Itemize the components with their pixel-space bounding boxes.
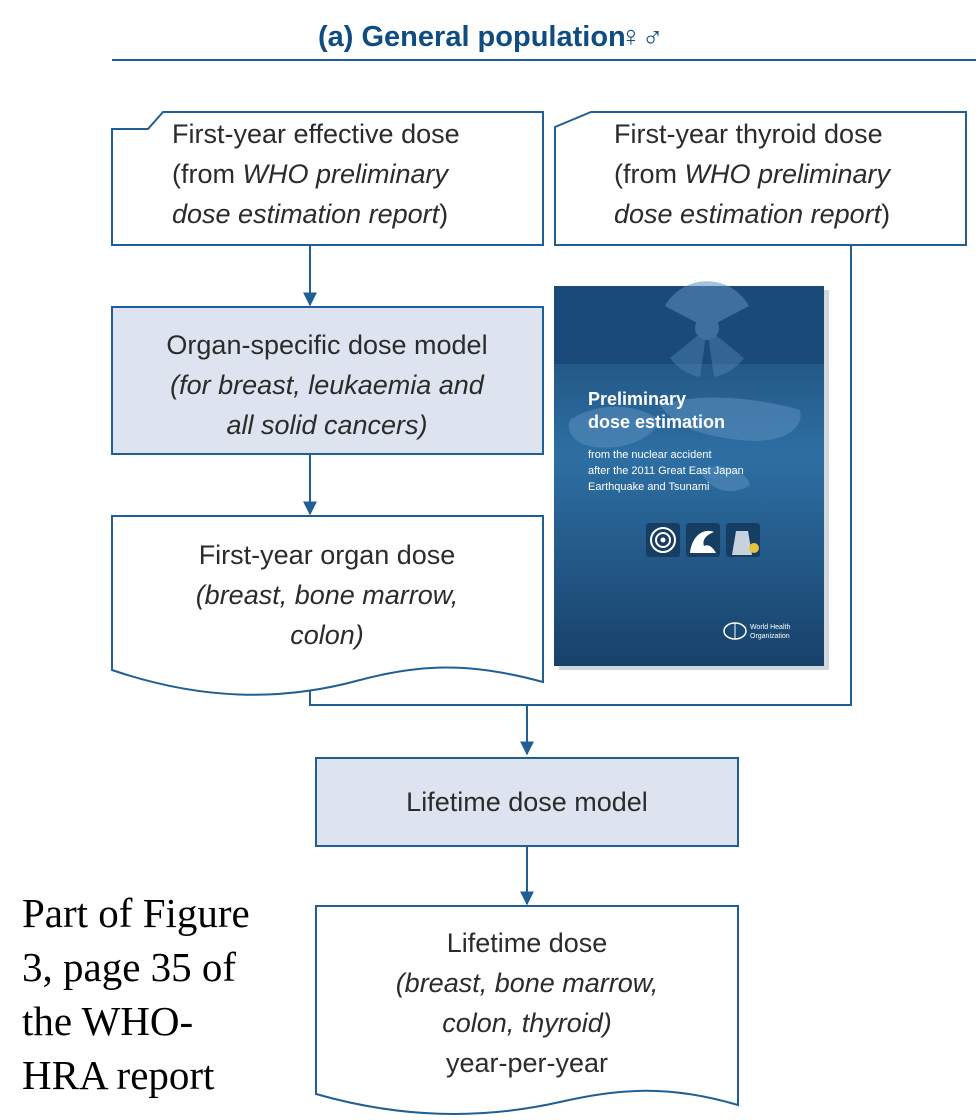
organ-dose-line1: First-year organ dose: [199, 540, 456, 570]
cover-sub2: after the 2011 Great East Japan: [588, 465, 744, 477]
lifetime-dose-line1: Lifetime dose: [447, 928, 608, 958]
earthquake-icon: [646, 523, 680, 557]
radiation-symbol-icon: [665, 281, 749, 377]
thyroid-dose-line2: (from WHO preliminary: [614, 159, 892, 189]
organ-model-line2: (for breast, leukaemia and: [170, 370, 485, 400]
thyroid-dose-line1: First-year thyroid dose: [614, 119, 883, 149]
cover-sub1: from the nuclear accident: [588, 449, 712, 461]
caption-line2: 3, page 35 of: [22, 944, 237, 990]
organ-model-box: Organ-specific dose model (for breast, l…: [111, 306, 544, 455]
lifetime-model-box: Lifetime dose model: [315, 757, 739, 847]
cover-publisher2: Organization: [750, 633, 790, 640]
caption-line4: HRA report: [22, 1052, 215, 1098]
organ-dose-box: First-year organ dose (breast, bone marr…: [111, 515, 544, 696]
lifetime-dose-line3: colon, thyroid): [442, 1008, 612, 1038]
world-map-graphic: [568, 397, 801, 491]
lifetime-model-label: Lifetime dose model: [406, 787, 648, 817]
effective-dose-line3: dose estimation report): [172, 199, 448, 229]
cover-heading2: dose estimation: [588, 412, 725, 432]
organ-model-line1: Organ-specific dose model: [166, 330, 487, 360]
effective-dose-line2: (from WHO preliminary: [172, 159, 450, 189]
organ-dose-line3: colon): [290, 620, 364, 650]
cover-publisher1: World Health: [750, 624, 790, 631]
caption-line1: Part of Figure: [22, 890, 250, 936]
gender-symbols: ♀♂: [620, 21, 664, 53]
tsunami-icon: [686, 523, 720, 557]
figure-caption: Part of Figure 3, page 35 of the WHO- HR…: [22, 886, 322, 1102]
lifetime-dose-line4: year-per-year: [446, 1048, 608, 1078]
cover-heading1: Preliminary: [588, 389, 686, 409]
thyroid-dose-box: First-year thyroid dose (from WHO prelim…: [554, 111, 967, 246]
nuclear-plant-icon: [726, 523, 760, 557]
who-logo-icon: [723, 622, 747, 640]
cover-sub3: Earthquake and Tsunami: [588, 481, 710, 493]
diagram-title: (a) General population: [318, 21, 626, 53]
lifetime-dose-box: Lifetime dose (breast, bone marrow, colo…: [315, 905, 739, 1115]
thyroid-dose-line3: dose estimation report): [614, 199, 890, 229]
organ-dose-line2: (breast, bone marrow,: [196, 580, 459, 610]
caption-line3: the WHO-: [22, 998, 194, 1044]
organ-model-line3: all solid cancers): [226, 410, 427, 440]
lifetime-dose-line2: (breast, bone marrow,: [396, 968, 659, 998]
effective-dose-line1: First-year effective dose: [172, 119, 460, 149]
merge-connector: [309, 245, 852, 706]
effective-dose-box: First-year effective dose (from WHO prel…: [111, 111, 544, 246]
report-cover-image: Preliminary dose estimation from the nuc…: [554, 281, 829, 670]
